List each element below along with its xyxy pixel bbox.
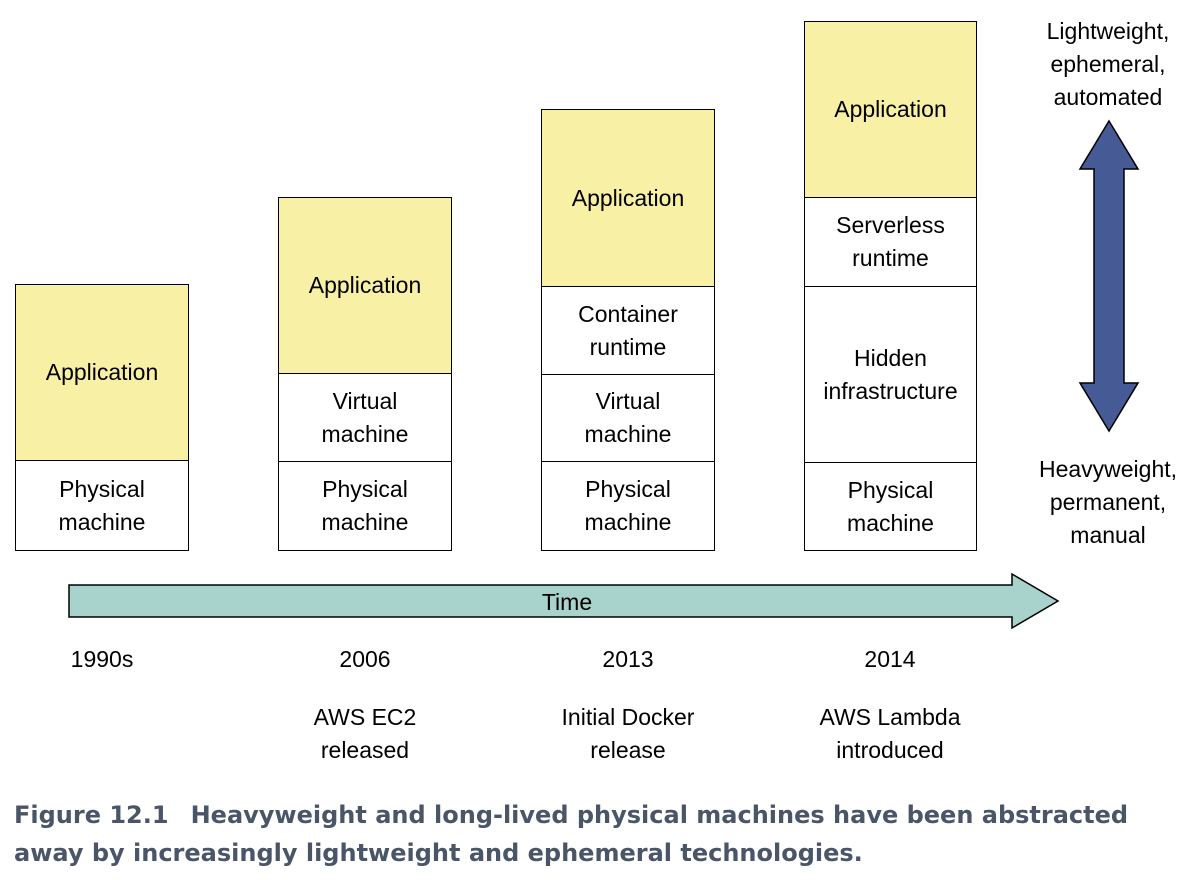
stack-2014-hidden-infrastructure: Hidden infrastructure [804,286,977,463]
stack-2014-application: Application [804,21,977,198]
scale-double-arrow [1078,119,1140,433]
stack-2006-application: Application [278,197,452,374]
year-1990s: 1990s [70,646,134,672]
figure-number: Figure 12.1 [14,801,169,829]
event-aws-ec2: AWS EC2 released [313,704,417,763]
stack-2014-physical-machine: Physical machine [804,462,977,551]
event-docker: Initial Docker release [561,704,695,763]
stack-2006-virtual-machine: Virtual machine [278,373,452,462]
stack-1990s-application: Application [15,284,189,461]
scale-top-label: Lightweight, ephemeral, automated [1046,18,1170,110]
year-2013: 2013 [602,646,654,672]
stack-2013-physical-machine: Physical machine [541,461,715,551]
event-aws-lambda: AWS Lambda introduced [819,704,961,763]
stack-2013-application: Application [541,109,715,287]
stack-2013-container-runtime: Container runtime [541,286,715,375]
time-arrow [68,572,1060,630]
stack-2014-serverless-runtime: Serverless runtime [804,197,977,287]
stack-1990s-physical-machine: Physical machine [15,460,189,551]
caption-text: Heavyweight and long-lived physical mach… [14,801,1129,867]
stack-2013-virtual-machine: Virtual machine [541,374,715,462]
time-label: Time [541,589,593,615]
year-2006: 2006 [339,646,391,672]
scale-bottom-label: Heavyweight, permanent, manual [1038,456,1178,548]
year-2014: 2014 [864,646,916,672]
stack-2006-physical-machine: Physical machine [278,461,452,551]
